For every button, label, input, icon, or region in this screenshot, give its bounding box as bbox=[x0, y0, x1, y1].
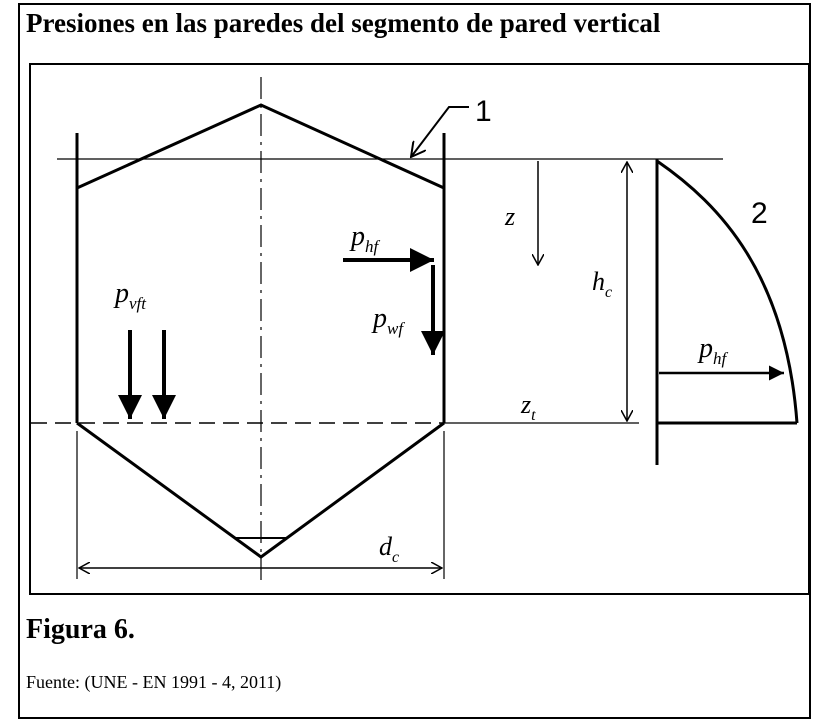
silo-pressure-diagram: 1 z hc zt dc phf pwf pvft 2 phf bbox=[29, 63, 810, 595]
figure-caption: Figura 6. bbox=[26, 614, 135, 645]
callout-2-label: 2 bbox=[751, 197, 768, 230]
dc-label: dc bbox=[379, 532, 399, 566]
hc-label: hc bbox=[592, 267, 612, 301]
z-label: z bbox=[504, 202, 515, 231]
page-title: Presiones en las paredes del segmento de… bbox=[26, 8, 661, 38]
callout-1-label: 1 bbox=[475, 95, 492, 128]
pvft-label: pvft bbox=[113, 278, 147, 313]
zt-label: zt bbox=[520, 390, 536, 424]
pressure-curve bbox=[656, 159, 799, 424]
silo-hopper bbox=[76, 421, 445, 559]
figure-source: Fuente: (UNE - EN 1991 - 4, 2011) bbox=[26, 672, 282, 692]
pwf-label: pwf bbox=[371, 303, 405, 338]
diagram-svg: 1 z hc zt dc phf pwf pvft 2 phf bbox=[31, 77, 799, 580]
callout-1-leader bbox=[411, 106, 469, 157]
phf-curve-label: phf bbox=[697, 333, 729, 368]
silo-roof bbox=[76, 103, 445, 190]
phf-wall-label: phf bbox=[349, 221, 381, 256]
